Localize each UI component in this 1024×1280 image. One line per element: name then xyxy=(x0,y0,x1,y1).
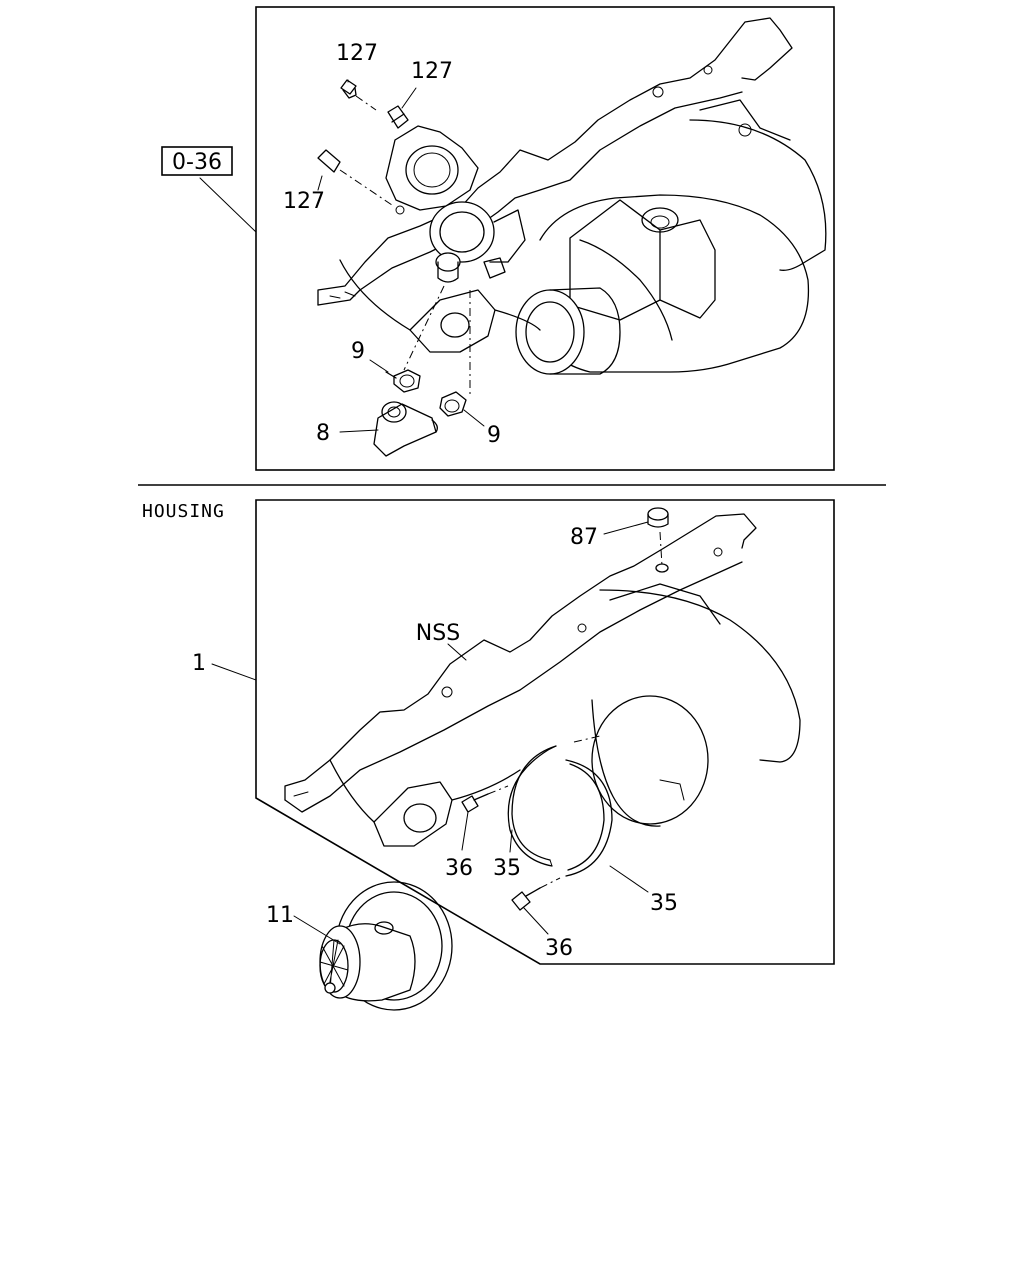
reference-box-0-36[interactable]: 0-36 xyxy=(161,146,233,176)
plug-87[interactable] xyxy=(647,507,669,573)
turbine-housing-volute xyxy=(591,583,801,827)
top-assembly-view: 0-36 xyxy=(161,6,835,471)
top-compressor-outlet xyxy=(515,287,621,375)
leader-9-b xyxy=(463,409,485,427)
turbine-inlet-flange xyxy=(329,759,521,847)
callout-9-b: 9 xyxy=(487,423,501,448)
clamp-9-a[interactable] xyxy=(385,369,421,393)
leader-127-c xyxy=(317,175,323,191)
callout-nss: NSS xyxy=(416,621,460,646)
callout-127-a: 127 xyxy=(336,41,378,66)
leader-35-a xyxy=(509,829,513,853)
reference-leader-line xyxy=(199,177,257,233)
turbo-cartridge-11[interactable] xyxy=(319,881,453,1011)
bolt-36-a[interactable] xyxy=(461,785,509,813)
shield-ring-35-b[interactable] xyxy=(565,735,613,877)
top-wastegate-actuator xyxy=(429,201,526,283)
stud-127-b[interactable] xyxy=(387,105,409,129)
stud-127-a[interactable] xyxy=(340,79,377,111)
leader-36-a xyxy=(461,811,469,851)
callout-11: 11 xyxy=(266,903,294,928)
housing-manifold xyxy=(284,513,757,813)
stud-127-c[interactable] xyxy=(317,149,393,206)
leader-9-a xyxy=(369,359,389,373)
callout-36-a: 36 xyxy=(445,856,473,881)
section-title-housing: HOUSING xyxy=(142,501,225,522)
leader-35-b xyxy=(609,865,649,893)
callout-9-a: 9 xyxy=(351,339,365,364)
callout-8: 8 xyxy=(316,421,330,446)
reference-box-label: 0-36 xyxy=(172,150,222,175)
callout-35-b: 35 xyxy=(650,891,678,916)
shield-ring-35-a[interactable] xyxy=(507,745,557,867)
leader-nss xyxy=(447,643,467,661)
hose-8[interactable] xyxy=(373,401,438,457)
callout-127-c: 127 xyxy=(283,189,325,214)
callout-1: 1 xyxy=(192,651,206,676)
top-view-frame xyxy=(255,6,835,471)
leader-11 xyxy=(293,915,341,945)
top-flange-plate xyxy=(385,125,479,211)
top-turbo-housing xyxy=(539,99,827,373)
bottom-view-frame xyxy=(255,499,835,965)
leader-36-b xyxy=(523,907,549,935)
callout-127-b: 127 xyxy=(411,59,453,84)
callout-87: 87 xyxy=(570,525,598,550)
callout-36-b: 36 xyxy=(545,936,573,961)
callout-35-a: 35 xyxy=(493,856,521,881)
leader-87 xyxy=(603,521,649,535)
leader-8 xyxy=(339,429,379,433)
leader-127-b xyxy=(401,87,417,109)
top-manifold-flange xyxy=(317,17,793,306)
bolt-36-b[interactable] xyxy=(511,877,561,911)
top-turbine-inlet-flange xyxy=(339,259,541,353)
bottom-housing-view: HOUSING xyxy=(142,499,835,965)
leader-1 xyxy=(211,663,257,681)
clamp-9-b[interactable] xyxy=(439,391,467,417)
